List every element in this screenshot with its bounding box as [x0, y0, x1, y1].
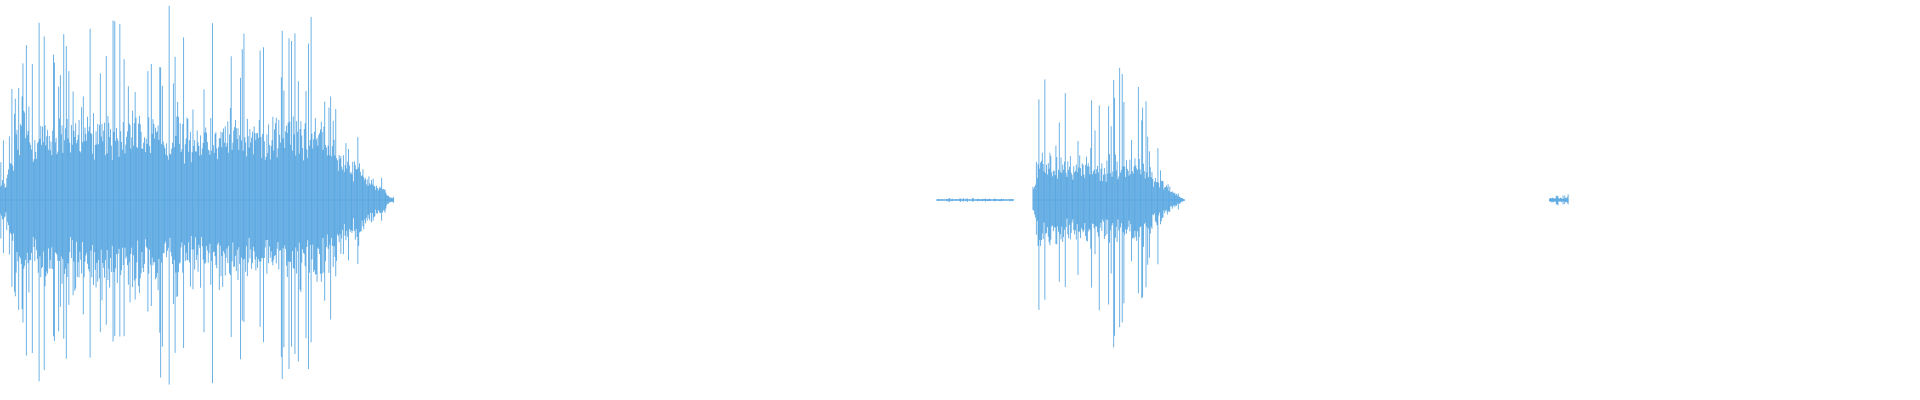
waveform-segment-2-faint [936, 197, 1014, 202]
waveform-segment-1 [0, 5, 394, 385]
waveform-lines [0, 5, 1569, 385]
waveform-segment-3 [1032, 67, 1185, 348]
waveform-segment-4 [1548, 194, 1569, 206]
